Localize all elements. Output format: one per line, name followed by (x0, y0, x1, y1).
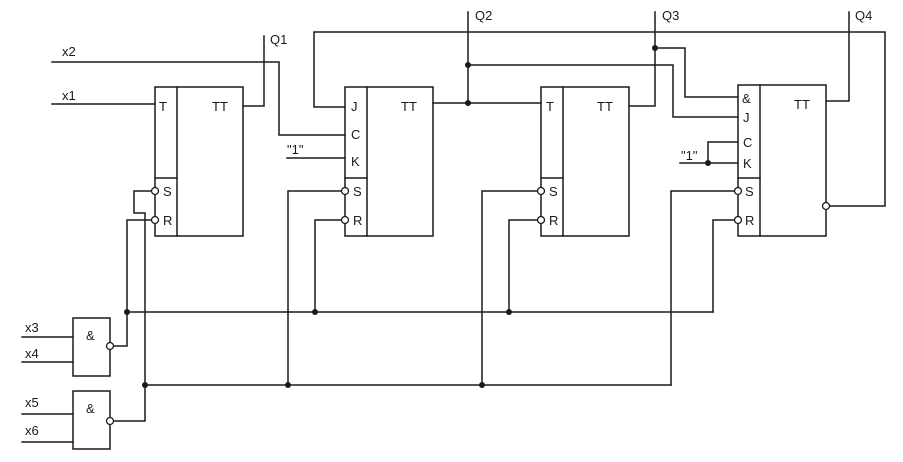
ff2-s-inversion-bubble (340, 186, 350, 196)
input-x5-label: x5 (25, 395, 39, 410)
ff1-r-inversion-bubble (150, 215, 160, 225)
junction-dot (506, 309, 512, 315)
ff1-pin-r: R (163, 213, 172, 228)
ff4-pin-r: R (745, 213, 754, 228)
input-x4-label: x4 (25, 346, 39, 361)
ff4-pin-k: K (743, 156, 752, 171)
ff2-r-inversion-bubble (340, 215, 350, 225)
output-q4-label: Q4 (855, 8, 872, 23)
output-q1-label: Q1 (270, 32, 287, 47)
ff3-title: TT (597, 99, 613, 114)
gate2-label: & (86, 401, 95, 416)
nand-gate-2: & (72, 390, 115, 450)
ff4-r-inversion-bubble (733, 215, 743, 225)
signal-labels: x2 x1 x3 x4 x5 x6 Q1 Q2 Q3 Q4 "1" "1" (25, 8, 872, 438)
output-q3-label: Q3 (662, 8, 679, 23)
wires (21, 11, 886, 443)
ff3-r-inversion-bubble (536, 215, 546, 225)
junction-dot (285, 382, 291, 388)
junction-dot (479, 382, 485, 388)
flipflop-2: TT J C K S R (340, 86, 434, 237)
ff4-title: TT (794, 97, 810, 112)
output-q2-label: Q2 (475, 8, 492, 23)
ff3-pin-t: T (546, 99, 554, 114)
junction-dot (652, 45, 658, 51)
gate1-label: & (86, 328, 95, 343)
ff3-s-inversion-bubble (536, 186, 546, 196)
ff4-pin-s: S (745, 184, 754, 199)
ff1-s-inversion-bubble (150, 186, 160, 196)
ff4-pin-c: C (743, 135, 752, 150)
ff2-pin-j: J (351, 99, 358, 114)
ff2-pin-c: C (351, 127, 360, 142)
flipflop-1: TT T S R (150, 86, 244, 237)
junction-dot (705, 160, 711, 166)
junction-dot (142, 382, 148, 388)
ff4-inverted-output-bubble (821, 201, 831, 211)
input-x2-label: x2 (62, 44, 76, 59)
ff3-pin-s: S (549, 184, 558, 199)
junctions (124, 45, 711, 388)
flipflop-4: TT & J C K S R (733, 84, 831, 237)
input-x1-label: x1 (62, 88, 76, 103)
ff2-pin-r: R (353, 213, 362, 228)
input-x6-label: x6 (25, 423, 39, 438)
ff1-title: TT (212, 99, 228, 114)
ff2-pin-s: S (353, 184, 362, 199)
ff3-pin-r: R (549, 213, 558, 228)
ff1-pin-s: S (163, 184, 172, 199)
ff4-s-inversion-bubble (733, 186, 743, 196)
junction-dot (465, 62, 471, 68)
input-x3-label: x3 (25, 320, 39, 335)
junction-dot (124, 309, 130, 315)
junction-dot (312, 309, 318, 315)
flipflop-3: TT T S R (536, 86, 630, 237)
ff2-title: TT (401, 99, 417, 114)
constant-one-ff2-label: "1" (287, 142, 304, 157)
ff1-pin-t: T (159, 99, 167, 114)
junction-dot (465, 100, 471, 106)
nand-gate-1: & (72, 317, 115, 377)
constant-one-ff4-label: "1" (681, 148, 698, 163)
gate1-output-bubble (105, 341, 115, 351)
ff4-pin-j: J (743, 110, 750, 125)
ff4-pin-and: & (742, 91, 751, 106)
ff2-pin-k: K (351, 154, 360, 169)
gate2-output-bubble (105, 416, 115, 426)
